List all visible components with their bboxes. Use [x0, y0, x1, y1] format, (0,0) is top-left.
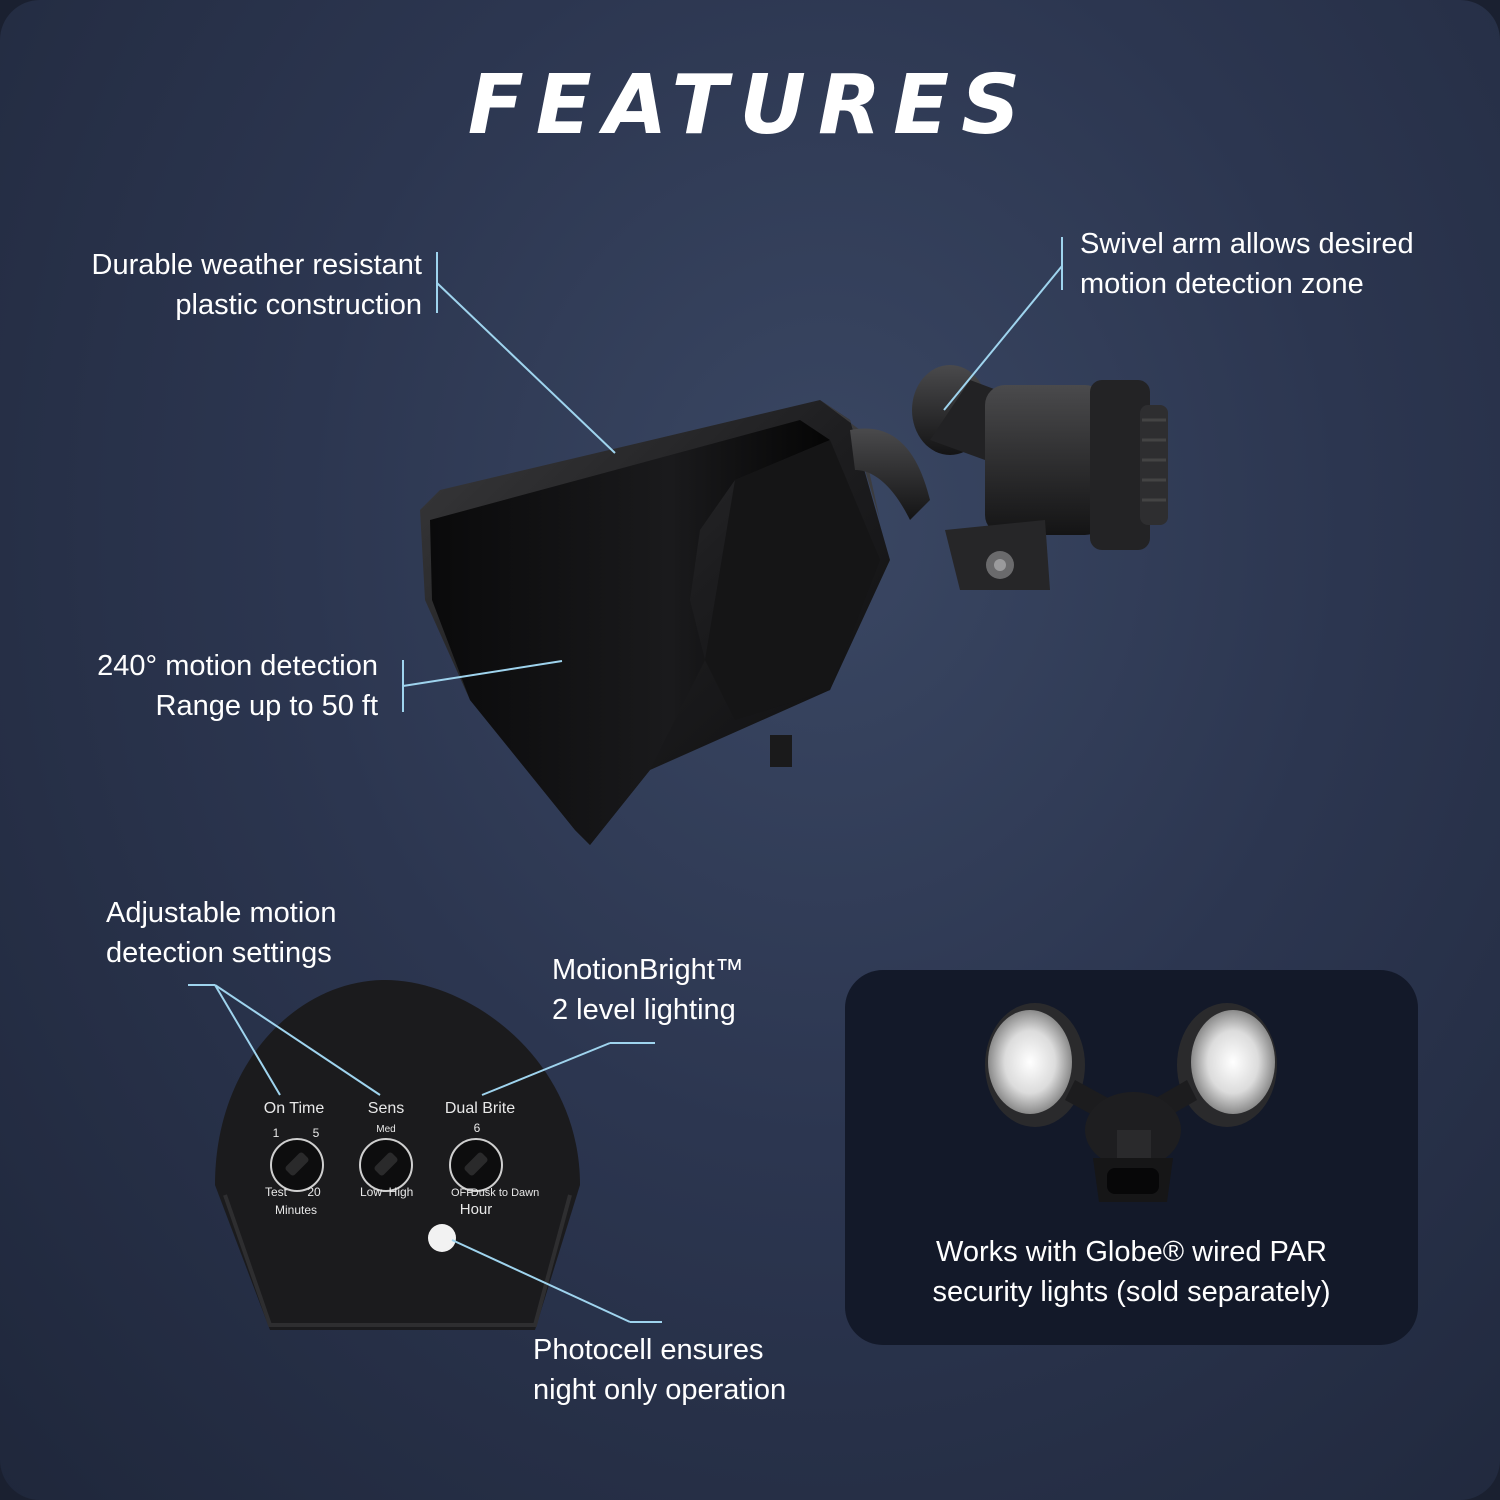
compatibility-text: Works with Globe® wired PAR security lig… [932, 1236, 1331, 1308]
svg-text:20: 20 [307, 1185, 321, 1199]
sens-dial [359, 1138, 413, 1192]
svg-text:Dusk to Dawn: Dusk to Dawn [471, 1187, 539, 1199]
on-time-dial [270, 1138, 324, 1192]
feature-motionbright: MotionBright™ 2 level lighting [552, 954, 744, 1026]
callout-photocell-line [451, 1239, 631, 1323]
callout-adjustable-line-1 [214, 984, 281, 1096]
feature-swivel: Swivel arm allows desired motion detecti… [1080, 228, 1414, 300]
svg-text:1: 1 [273, 1126, 280, 1140]
feature-durable: Durable weather resistant plastic constr… [91, 249, 422, 321]
feature-photocell: Photocell ensures night only operation [533, 1334, 787, 1406]
sens-label: Sens [368, 1100, 404, 1117]
callout-adjustable-line-2 [214, 984, 381, 1096]
svg-text:Med: Med [376, 1124, 395, 1135]
page-title: FEATURES [467, 58, 1033, 153]
settings-dial-panel: On Time 1 5 Test 20 Minutes Sens Med Low… [215, 980, 580, 1330]
svg-text:Low: Low [360, 1185, 382, 1199]
motion-sensor-product-image [420, 365, 1168, 845]
dual-brite-label: Dual Brite [445, 1100, 515, 1117]
feature-motion-detection: 240° motion detection Range up to 50 ft [97, 650, 378, 722]
callout-durable-line [436, 282, 616, 454]
callout-swivel-line [943, 265, 1063, 411]
svg-text:Test: Test [265, 1185, 288, 1199]
compatibility-panel: Works with Globe® wired PAR security lig… [845, 970, 1418, 1345]
svg-text:High: High [389, 1185, 414, 1199]
svg-text:OFF: OFF [451, 1187, 473, 1199]
photocell-sensor [428, 1224, 456, 1252]
svg-text:Minutes: Minutes [275, 1203, 317, 1217]
feature-adjustable: Adjustable motion detection settings [106, 897, 337, 969]
callout-motionbright-line [481, 1042, 611, 1096]
on-time-label: On Time [264, 1100, 325, 1117]
security-light-image [985, 1003, 1277, 1202]
svg-text:5: 5 [313, 1126, 320, 1140]
dual-brite-dial [449, 1138, 503, 1192]
svg-text:Hour: Hour [460, 1201, 493, 1218]
svg-text:6: 6 [474, 1121, 481, 1135]
callout-motion-line [402, 660, 563, 687]
callout-lines [188, 237, 1063, 1323]
